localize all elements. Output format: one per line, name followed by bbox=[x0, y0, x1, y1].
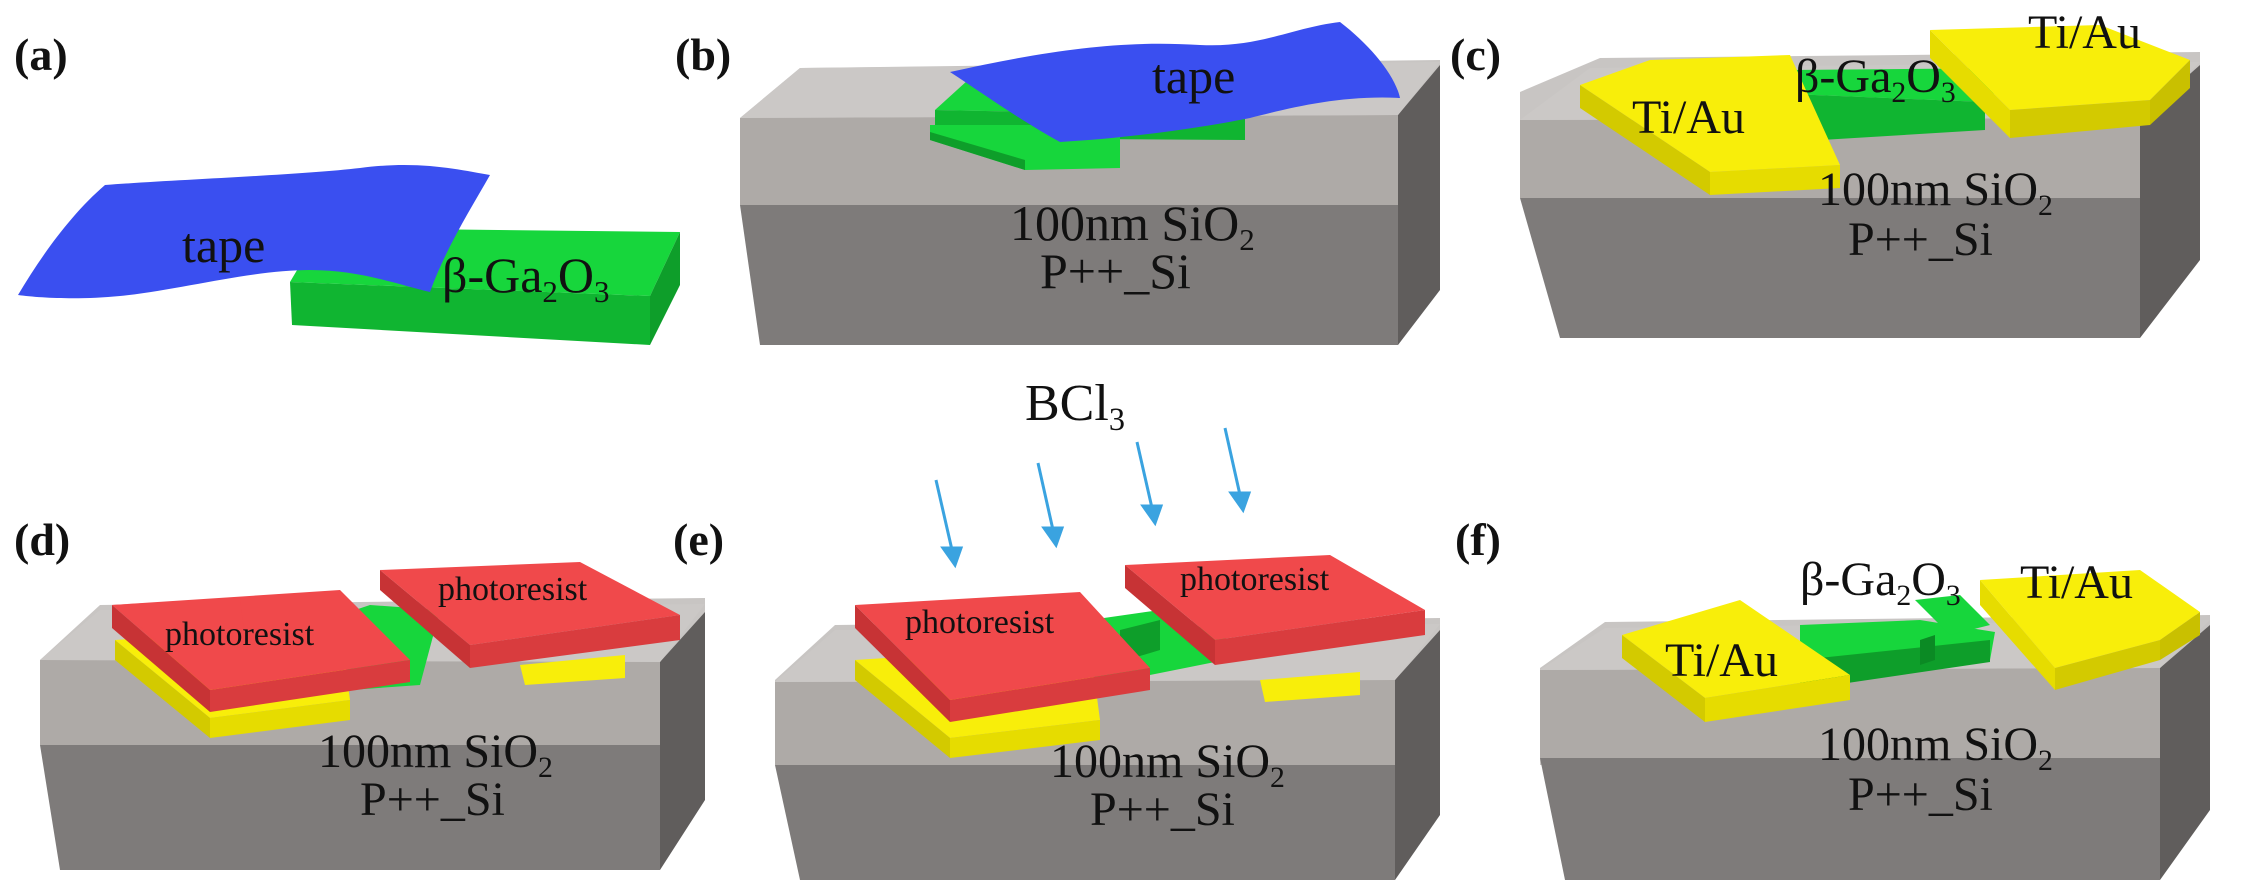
resist-stack-left bbox=[112, 590, 410, 738]
contact-left bbox=[1622, 600, 1850, 722]
panel-c-label: (c) bbox=[1450, 29, 1501, 80]
ga2o3-channel-etched bbox=[1800, 595, 1995, 690]
panel-a-label: (a) bbox=[14, 29, 68, 80]
gas-label: BCl3 bbox=[1025, 375, 1125, 437]
panel-a: (a) tape β-Ga2O3 bbox=[14, 29, 680, 345]
panel-d-label: (d) bbox=[14, 514, 70, 565]
contact-left-label: Ti/Au bbox=[1632, 91, 1745, 144]
resist-right-label: photoresist bbox=[1180, 561, 1330, 598]
panel-c: (c) Ti/Au Ti/Au β-Ga2O3 bbox=[1450, 6, 2200, 338]
contact-left bbox=[1580, 55, 1840, 195]
oxide-label: 100nm SiO2 bbox=[1050, 735, 1285, 794]
tape-label: tape bbox=[182, 217, 265, 273]
resist-left-label: photoresist bbox=[165, 616, 315, 653]
contact-right-label: Ti/Au bbox=[2028, 6, 2141, 59]
resist-stack-right bbox=[1125, 555, 1425, 702]
substrate-stack bbox=[1540, 615, 2210, 880]
panel-d: (d) photoresist photore bbox=[14, 514, 705, 870]
ga2o3-label: β-Ga2O3 bbox=[1800, 553, 1961, 612]
etch-arrows bbox=[934, 427, 1252, 569]
substrate-label: P++_Si bbox=[1848, 213, 1993, 266]
resist-stack-left bbox=[855, 592, 1150, 758]
tape bbox=[18, 165, 490, 299]
contact-right-label: Ti/Au bbox=[2020, 556, 2133, 609]
panel-f: (f) Ti/Au Ti/Au β-Ga2O3 100nm Si bbox=[1455, 514, 2210, 880]
oxide-label: 100nm SiO2 bbox=[318, 725, 553, 784]
resist-stack-right bbox=[380, 562, 680, 685]
ga2o3-label: β-Ga2O3 bbox=[442, 247, 610, 309]
substrate-label: P++_Si bbox=[1090, 783, 1235, 836]
panel-e: (e) BCl3 bbox=[673, 375, 1440, 880]
substrate-label: P++_Si bbox=[360, 773, 505, 826]
panel-b-label: (b) bbox=[675, 29, 731, 80]
panel-b: (b) tape 100nm SiO2 P++_Si bbox=[675, 22, 1440, 345]
ga2o3-label: β-Ga2O3 bbox=[1795, 50, 1956, 109]
panel-f-label: (f) bbox=[1455, 514, 1501, 565]
oxide-label: 100nm SiO2 bbox=[1818, 718, 2053, 777]
contact-right bbox=[1980, 570, 2200, 690]
panel-e-label: (e) bbox=[673, 514, 724, 565]
tape-label: tape bbox=[1152, 48, 1235, 104]
contact-right bbox=[1930, 25, 2190, 138]
resist-right-label: photoresist bbox=[438, 571, 588, 608]
resist-left-label: photoresist bbox=[905, 604, 1055, 641]
oxide-label: 100nm SiO2 bbox=[1818, 163, 2053, 222]
oxide-label: 100nm SiO2 bbox=[1010, 195, 1255, 257]
substrate-label: P++_Si bbox=[1040, 243, 1191, 299]
substrate-label: P++_Si bbox=[1848, 768, 1993, 821]
tape bbox=[950, 22, 1400, 142]
contact-left-label: Ti/Au bbox=[1665, 634, 1778, 687]
